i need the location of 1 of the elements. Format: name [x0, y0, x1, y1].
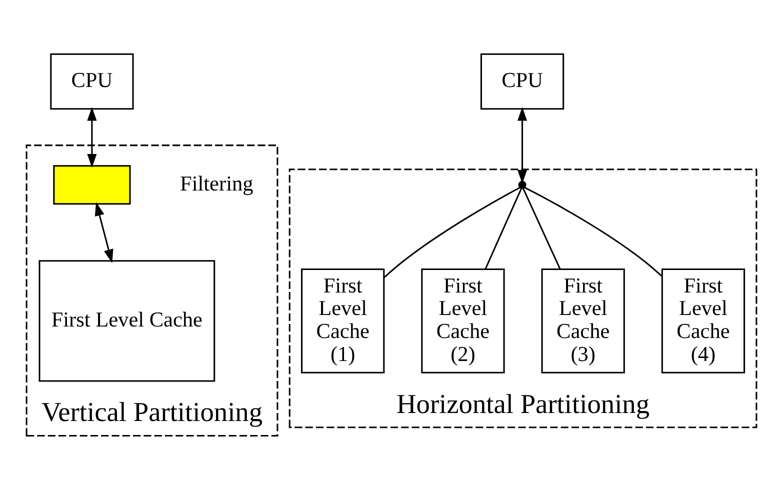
node-label: Filtering — [180, 171, 254, 196]
